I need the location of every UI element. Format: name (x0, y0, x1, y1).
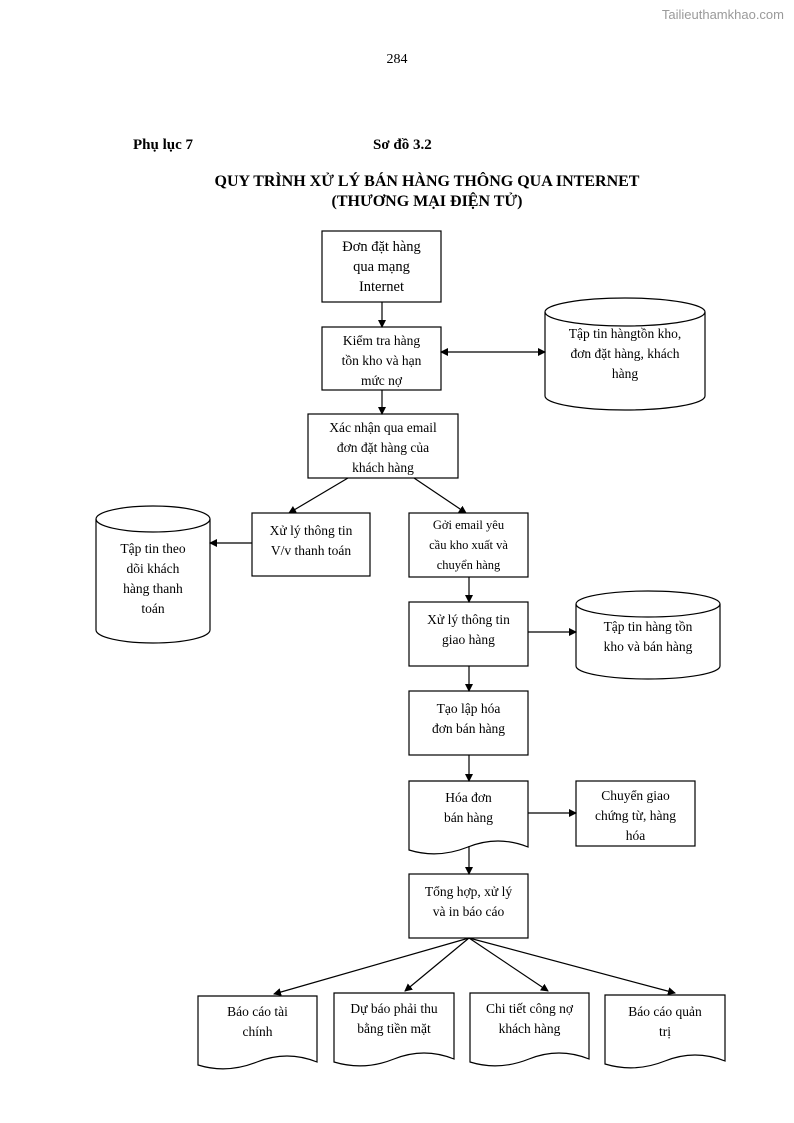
create-invoice-label: Tạo lập hóa đơn bán hàng (431, 701, 506, 736)
stock-file-cylinder-top (544, 297, 706, 327)
transfer-label: Chuyển giao chứng từ, hàng hóa (595, 787, 676, 843)
report-cash-shape (333, 992, 455, 1067)
page-title: QUY TRÌNH XỬ LÝ BÁN HÀNG THÔNG QUA INTER… (0, 172, 794, 212)
figure-label: Sơ đồ 3.2 (373, 137, 432, 153)
payment-proc-box (251, 512, 371, 577)
report-cash-label: Dự báo phải thu bằng tiền mặt (350, 1001, 438, 1036)
invoice-doc-label: Hóa đơn bán hàng (443, 790, 494, 825)
invoice-doc-shape (408, 780, 529, 855)
report-debt-label: Chi tiết công nợ khách hàng (485, 1001, 573, 1036)
report-mgmt-shape (604, 994, 726, 1069)
payment-proc-label: Xử lý thông tin V/v thanh toán (269, 522, 353, 558)
stock-sales-file-label: Tập tin hàng tồn kho và bán hàng (603, 619, 693, 654)
arrow-confirm-to-payment (288, 477, 349, 514)
report-mgmt-label: Báo cáo quản trị (628, 1004, 702, 1039)
payment-file-cylinder (95, 519, 211, 644)
stock-file-label: Tập tin hàngtồn kho, đơn đặt hàng, khách… (568, 326, 682, 381)
appendix-label: Phụ lục 7 (133, 137, 194, 153)
confirm-email-label: Xác nhận qua email đơn đặt hàng của khác… (329, 420, 437, 475)
report-financial-label: Báo cáo tài chính (227, 1004, 288, 1039)
arrow-summary-to-mgmt (468, 937, 676, 996)
stock-sales-file-cylinder-top (575, 590, 721, 618)
report-financial-shape (197, 995, 318, 1070)
arrow-confirm-to-email (413, 477, 467, 514)
summary-label: Tổng hợp, xử lý và in báo cáo (424, 884, 513, 919)
report-debt-shape (469, 992, 590, 1067)
page-number: 284 (386, 52, 408, 67)
stock-file-cylinder (544, 312, 706, 411)
payment-file-label: Tập tin theo dõi khách hàng thanh toán (120, 541, 186, 616)
title-line-1: QUY TRÌNH XỬ LÝ BÁN HÀNG THÔNG QUA INTER… (214, 173, 640, 190)
arrow-summary-to-debt (468, 937, 549, 992)
arrow-summary-to-financial (273, 937, 470, 996)
payment-file-cylinder-top (95, 505, 211, 533)
delivery-proc-label: Xử lý thông tin giao hàng (427, 612, 510, 647)
check-stock-label: Kiểm tra hàng tồn kho và hạn mức nợ (341, 332, 422, 388)
stock-sales-file-cylinder (575, 604, 721, 680)
title-line-2: (THƯƠNG MẠI ĐIỆN TỬ) (331, 193, 523, 210)
watermark: Tailieuthamkhao.com (661, 7, 784, 22)
send-email-label: Gởi email yêu cầu kho xuất và chuyển hàn… (429, 518, 508, 572)
arrow-summary-to-cash (404, 937, 470, 992)
order-label: Đơn đặt hàng qua mạng Internet (342, 238, 421, 295)
